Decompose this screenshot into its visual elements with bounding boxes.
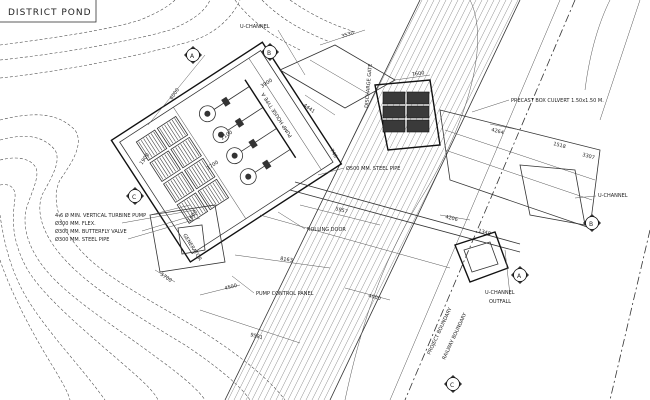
culvert-label: PRECAST BOX CULVERT 1.50x1.50 M. (511, 98, 604, 104)
sump-grates (135, 115, 230, 224)
outfall: OUTFALL (454, 231, 511, 305)
svg-text:1900: 1900 (139, 152, 151, 166)
discharge-gate-label: DISCHARGE GATE (364, 63, 374, 108)
legend-item-1: 4-6 Ø MIN. VERTICAL TURBINE PUMP (55, 212, 146, 219)
svg-text:7600: 7600 (411, 70, 424, 78)
svg-text:8163: 8163 (280, 256, 293, 264)
title-text: DISTRICT POND (8, 8, 92, 18)
generator-label: GENERATOR (181, 233, 203, 263)
u-channel-bottom-label: U-CHANNEL (485, 290, 515, 296)
svg-text:4206: 4206 (444, 214, 458, 223)
svg-text:1348: 1348 (477, 228, 491, 237)
rolling-door-label: ROLLING DOOR (307, 227, 346, 233)
title-frame (0, 0, 97, 23)
equipment-legend: 4-6 Ø MIN. VERTICAL TURBINE PUMP Ø300 MM… (55, 204, 201, 243)
svg-text:4264: 4264 (490, 127, 504, 136)
generator-room: GENERATOR (149, 204, 226, 273)
svg-text:5700: 5700 (159, 272, 173, 284)
section-marker-a-right: A (511, 266, 529, 284)
svg-text:3530: 3530 (341, 30, 355, 40)
legend-item-4: Ø300 MM. STEEL PIPE (55, 236, 109, 243)
outfall-label: OUTFALL (489, 299, 511, 305)
u-channel-top-label: U-CHANNEL (240, 24, 270, 30)
section-marker-b-right: B (583, 214, 601, 232)
svg-text:1700: 1700 (206, 160, 220, 172)
section-marker-c-left: C (126, 187, 144, 205)
u-channel-right-label: U-CHANNEL (598, 193, 628, 199)
pump-house-label: PUMP HOUSE TYPE A (260, 91, 294, 139)
svg-text:740: 740 (328, 148, 338, 159)
section-marker-c-bottom: C (444, 375, 462, 393)
pond-contours (0, 0, 356, 400)
svg-text:4000: 4000 (367, 293, 381, 302)
svg-text:3900: 3900 (260, 78, 274, 90)
legend-item-3: Ø300 MM. BUTTERFLY VALVE (55, 228, 127, 235)
title-block: DISTRICT POND (0, 0, 97, 23)
svg-text:2100: 2100 (220, 130, 234, 142)
turbine-pumps (199, 79, 297, 186)
box-culvert (439, 109, 601, 229)
section-marker-b-top: B (261, 43, 279, 61)
discharge-pipe (259, 181, 521, 269)
svg-text:C: C (450, 382, 454, 389)
svg-text:4500: 4500 (224, 283, 238, 292)
svg-text:6000: 6000 (169, 87, 181, 101)
svg-text:1518: 1518 (552, 141, 566, 150)
leader-labels: U-CHANNEL PRECAST BOX CULVERT 1.50x1.50 … (231, 24, 628, 297)
svg-text:B: B (589, 221, 593, 228)
svg-text:A: A (190, 53, 195, 60)
svg-text:C: C (132, 194, 136, 201)
svg-text:A: A (517, 273, 522, 280)
pump-control-label: PUMP CONTROL PANEL (256, 291, 314, 297)
svg-text:5957: 5957 (334, 206, 348, 215)
section-marker-a-top: A (184, 46, 202, 64)
svg-text:B: B (267, 50, 271, 57)
svg-text:9581: 9581 (249, 332, 263, 341)
steel-pipe-label: Ø500 MM. STEEL PIPE (346, 165, 400, 172)
discharge-gate-block: DISCHARGE GATE (364, 63, 441, 151)
legend-item-2: Ø300 MM. FLEX. (55, 220, 96, 227)
svg-text:3307: 3307 (581, 152, 595, 161)
